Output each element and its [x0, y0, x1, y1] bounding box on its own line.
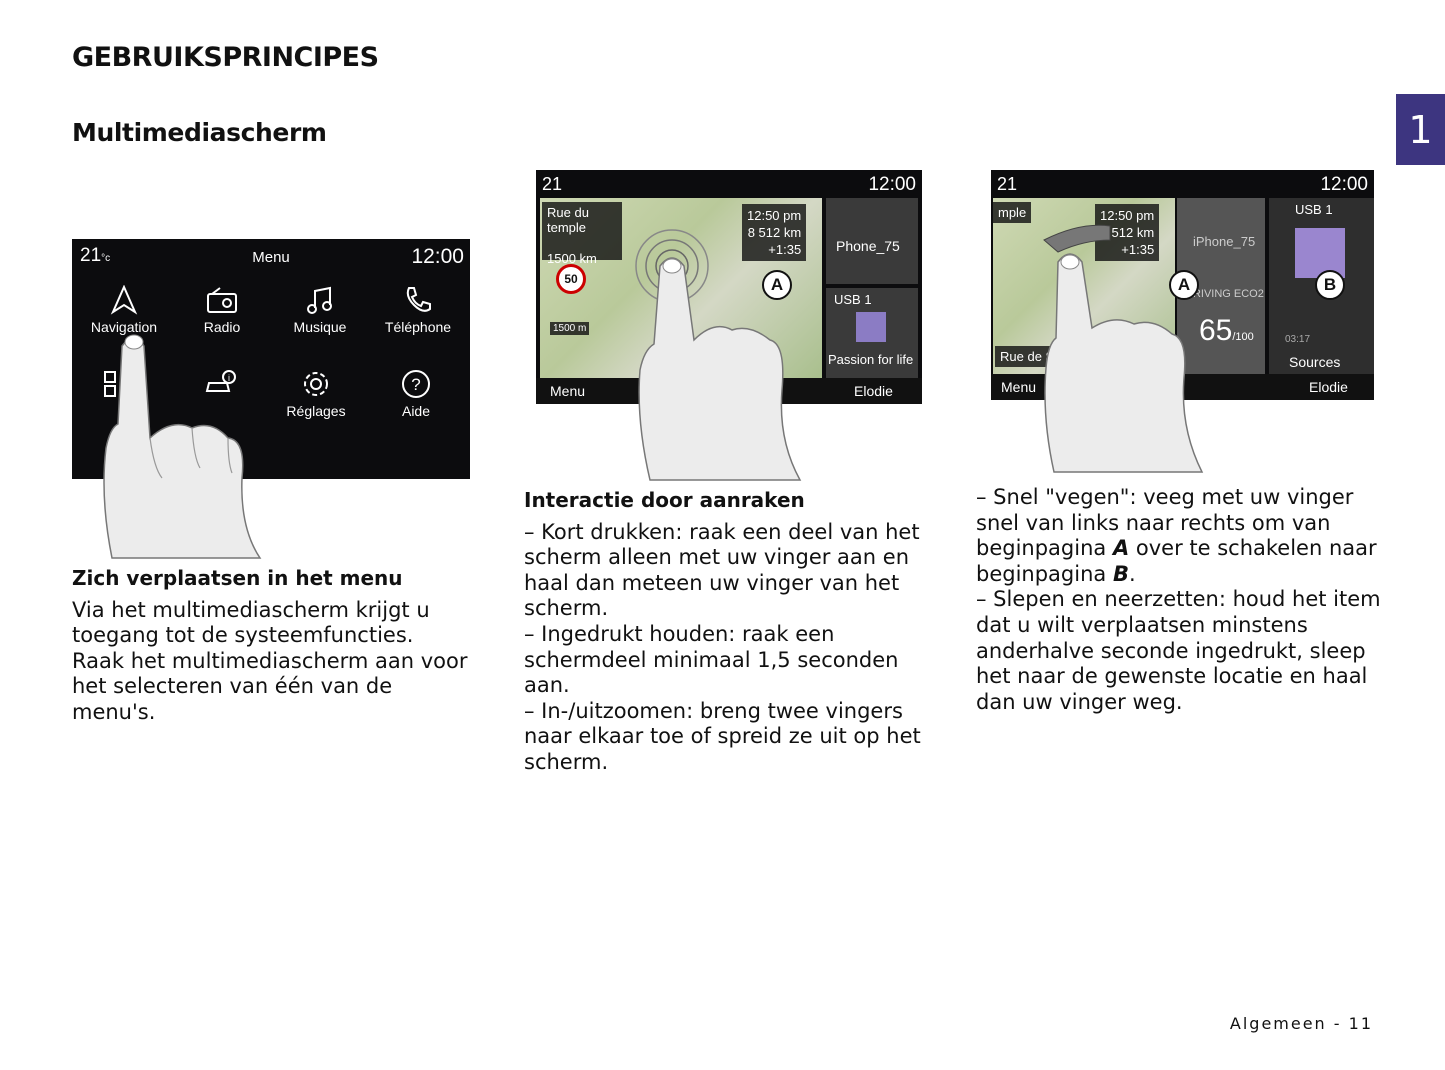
route-card: Rue du temple 1500 km: [542, 202, 622, 266]
menu-navigation-section: Zich verplaatsen in het menu Via het mul…: [72, 566, 472, 726]
trip-info: 12:50 pm 8 512 km +1:35: [1095, 204, 1160, 261]
section-title: Multimediascherm: [72, 118, 327, 147]
touch-interaction-section: Interactie door aanraken – Kort drukken:…: [524, 488, 934, 776]
menu-item-telephone[interactable]: Téléphone: [370, 283, 466, 335]
menu-button[interactable]: Menu: [1001, 379, 1037, 395]
help-icon: ?: [368, 367, 464, 401]
page-label-a: A: [762, 270, 792, 300]
user-profile[interactable]: Elodie: [1309, 379, 1348, 395]
album-art: [1295, 228, 1345, 278]
menu-item-vehicle[interactable]: i: [172, 367, 268, 403]
grid-icon: [76, 367, 156, 401]
warning-distance: 1500 m: [550, 322, 590, 335]
screen-title: Menu: [252, 249, 290, 266]
list-item: – In-/uitzoomen: breng twee vingers naar…: [524, 698, 921, 774]
page-title: GEBRUIKSPRINCIPES: [72, 42, 379, 73]
music-note-icon: [272, 283, 368, 317]
svg-text:?: ?: [411, 375, 420, 394]
menu-item-apps[interactable]: [76, 367, 156, 403]
paragraph: Via het multimediascherm krijgt u toegan…: [72, 597, 468, 724]
section-heading: Zich verplaatsen in het menu: [72, 566, 403, 590]
list-item: – Ingedrukt houden: raak een schermdeel …: [524, 621, 899, 698]
street-card-2: Rue de S: [995, 346, 1060, 367]
svg-text:i: i: [228, 373, 230, 383]
phone-icon: [370, 283, 466, 317]
pointing-hand-illustration: [103, 334, 262, 559]
temperature: 21: [997, 174, 1018, 194]
car-info-icon: i: [172, 367, 268, 401]
list-item: – Kort drukken: raak een deel van het sc…: [524, 519, 920, 621]
list-item-drag: – Slepen en neerzetten: houd het item da…: [976, 587, 1381, 714]
trip-info: 12:50 pm 8 512 km +1:35: [742, 204, 807, 261]
street-card: mple: [993, 202, 1032, 223]
speed-limit-sign: 50: [556, 264, 586, 294]
user-profile[interactable]: Elodie: [854, 383, 893, 399]
temperature: 21: [542, 174, 563, 194]
clock: 12:00: [411, 245, 464, 268]
menu-button[interactable]: Menu: [550, 383, 586, 399]
menu-item-navigation[interactable]: Navigation: [76, 283, 172, 335]
section-heading: Interactie door aanraken: [524, 488, 805, 512]
menu-item-reglages[interactable]: Réglages: [268, 367, 364, 419]
swipe-drag-section: – Snel "vegen": veeg met uw vinger snel …: [976, 485, 1386, 715]
list-item-swipe: – Snel "vegen": veeg met uw vinger snel …: [976, 485, 1377, 586]
chapter-tab: 1: [1396, 94, 1445, 165]
temperature: 21°c: [80, 245, 111, 266]
swiping-hand-illustration: [1043, 224, 1204, 473]
phone-widget[interactable]: Phone_75: [826, 198, 918, 284]
menu-item-musique[interactable]: Musique: [272, 283, 368, 335]
page-footer: Algemeen - 11: [1229, 1014, 1373, 1033]
clock: 12:00: [1320, 174, 1368, 195]
menu-item-aide[interactable]: ? Aide: [368, 367, 464, 419]
navigation-arrow-icon: [76, 283, 172, 317]
page-label-b: B: [1315, 270, 1345, 300]
tapping-hand-illustration: [635, 229, 802, 481]
radio-icon: [174, 283, 270, 317]
gear-icon: [268, 367, 364, 401]
menu-item-radio[interactable]: Radio: [174, 283, 270, 335]
clock: 12:00: [868, 174, 916, 195]
album-art: [856, 312, 886, 342]
page-label-a: A: [1169, 270, 1199, 300]
media-widget[interactable]: USB 1 Passion for life: [826, 288, 918, 378]
